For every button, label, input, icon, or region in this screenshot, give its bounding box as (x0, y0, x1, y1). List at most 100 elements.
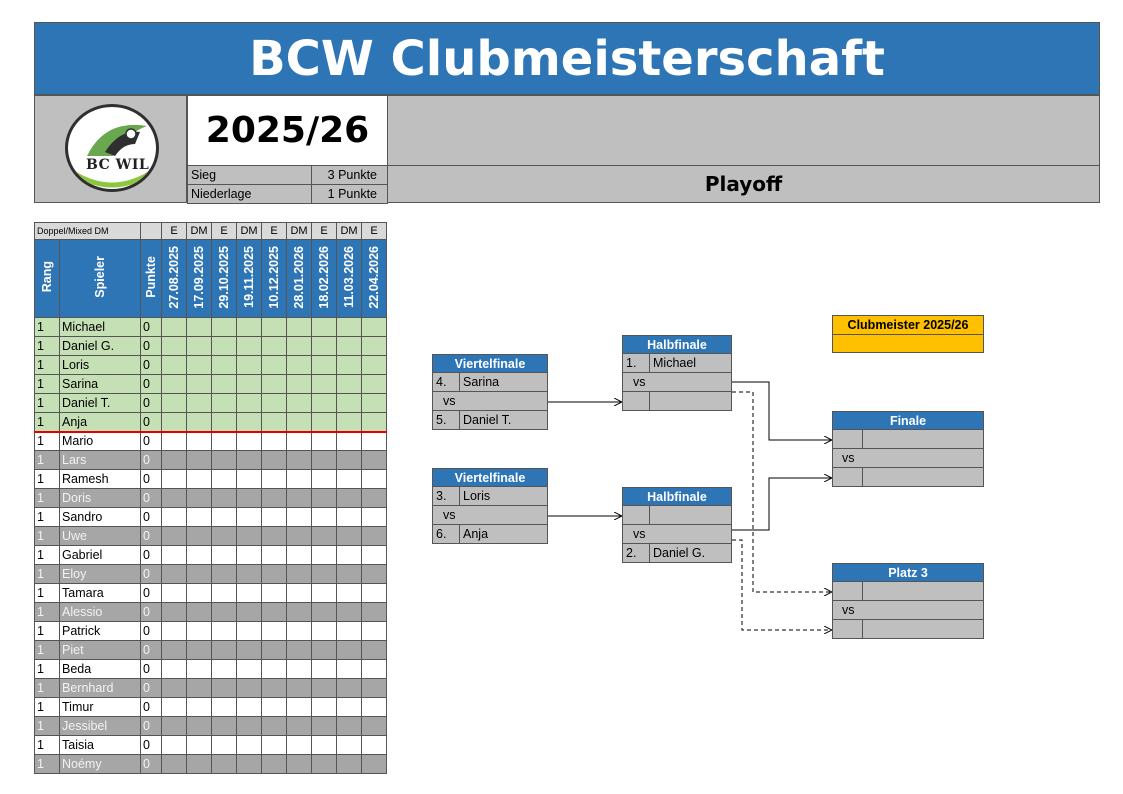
result-cell[interactable] (236, 507, 262, 527)
result-cell[interactable] (186, 317, 212, 337)
result-cell[interactable] (261, 355, 287, 375)
result-cell[interactable] (236, 545, 262, 565)
result-cell[interactable] (211, 317, 237, 337)
result-cell[interactable] (211, 431, 237, 451)
result-cell[interactable] (186, 602, 212, 622)
result-cell[interactable] (361, 336, 387, 356)
result-cell[interactable] (261, 754, 287, 774)
result-cell[interactable] (211, 355, 237, 375)
result-cell[interactable] (361, 602, 387, 622)
result-cell[interactable] (336, 450, 362, 470)
result-cell[interactable] (161, 507, 187, 527)
result-cell[interactable] (211, 754, 237, 774)
result-cell[interactable] (211, 621, 237, 641)
result-cell[interactable] (161, 526, 187, 546)
result-cell[interactable] (286, 507, 312, 527)
result-cell[interactable] (361, 754, 387, 774)
result-cell[interactable] (186, 469, 212, 489)
result-cell[interactable] (361, 393, 387, 413)
result-cell[interactable] (161, 355, 187, 375)
result-cell[interactable] (186, 697, 212, 717)
result-cell[interactable] (261, 412, 287, 433)
result-cell[interactable] (236, 697, 262, 717)
result-cell[interactable] (211, 564, 237, 584)
result-cell[interactable] (336, 583, 362, 603)
result-cell[interactable] (286, 450, 312, 470)
result-cell[interactable] (336, 735, 362, 755)
result-cell[interactable] (361, 564, 387, 584)
result-cell[interactable] (311, 317, 337, 337)
result-cell[interactable] (236, 754, 262, 774)
result-cell[interactable] (261, 583, 287, 603)
result-cell[interactable] (236, 336, 262, 356)
result-cell[interactable] (361, 583, 387, 603)
result-cell[interactable] (236, 640, 262, 660)
result-cell[interactable] (186, 374, 212, 394)
result-cell[interactable] (236, 412, 262, 433)
result-cell[interactable] (361, 450, 387, 470)
result-cell[interactable] (211, 412, 237, 433)
result-cell[interactable] (286, 716, 312, 736)
result-cell[interactable] (161, 431, 187, 451)
result-cell[interactable] (261, 488, 287, 508)
result-cell[interactable] (211, 697, 237, 717)
result-cell[interactable] (261, 640, 287, 660)
result-cell[interactable] (311, 716, 337, 736)
result-cell[interactable] (261, 735, 287, 755)
result-cell[interactable] (261, 317, 287, 337)
result-cell[interactable] (211, 450, 237, 470)
result-cell[interactable] (361, 697, 387, 717)
result-cell[interactable] (311, 469, 337, 489)
result-cell[interactable] (361, 621, 387, 641)
result-cell[interactable] (336, 393, 362, 413)
result-cell[interactable] (261, 469, 287, 489)
result-cell[interactable] (336, 545, 362, 565)
result-cell[interactable] (186, 526, 212, 546)
result-cell[interactable] (236, 659, 262, 679)
result-cell[interactable] (186, 450, 212, 470)
result-cell[interactable] (311, 374, 337, 394)
result-cell[interactable] (336, 716, 362, 736)
result-cell[interactable] (186, 545, 212, 565)
result-cell[interactable] (161, 317, 187, 337)
result-cell[interactable] (186, 393, 212, 413)
result-cell[interactable] (161, 374, 187, 394)
result-cell[interactable] (361, 507, 387, 527)
result-cell[interactable] (361, 488, 387, 508)
result-cell[interactable] (361, 412, 387, 433)
result-cell[interactable] (311, 659, 337, 679)
result-cell[interactable] (211, 336, 237, 356)
result-cell[interactable] (261, 716, 287, 736)
result-cell[interactable] (311, 431, 337, 451)
result-cell[interactable] (186, 640, 212, 660)
result-cell[interactable] (286, 317, 312, 337)
result-cell[interactable] (336, 336, 362, 356)
result-cell[interactable] (286, 640, 312, 660)
result-cell[interactable] (361, 640, 387, 660)
result-cell[interactable] (336, 678, 362, 698)
result-cell[interactable] (336, 507, 362, 527)
result-cell[interactable] (361, 678, 387, 698)
result-cell[interactable] (361, 469, 387, 489)
result-cell[interactable] (186, 355, 212, 375)
result-cell[interactable] (186, 488, 212, 508)
result-cell[interactable] (361, 716, 387, 736)
result-cell[interactable] (336, 659, 362, 679)
result-cell[interactable] (261, 621, 287, 641)
result-cell[interactable] (336, 488, 362, 508)
result-cell[interactable] (161, 412, 187, 433)
result-cell[interactable] (186, 678, 212, 698)
result-cell[interactable] (186, 412, 212, 433)
result-cell[interactable] (236, 469, 262, 489)
result-cell[interactable] (211, 488, 237, 508)
result-cell[interactable] (336, 602, 362, 622)
result-cell[interactable] (186, 754, 212, 774)
result-cell[interactable] (161, 697, 187, 717)
result-cell[interactable] (286, 659, 312, 679)
result-cell[interactable] (261, 564, 287, 584)
result-cell[interactable] (236, 564, 262, 584)
result-cell[interactable] (186, 564, 212, 584)
result-cell[interactable] (161, 545, 187, 565)
result-cell[interactable] (361, 735, 387, 755)
result-cell[interactable] (336, 469, 362, 489)
